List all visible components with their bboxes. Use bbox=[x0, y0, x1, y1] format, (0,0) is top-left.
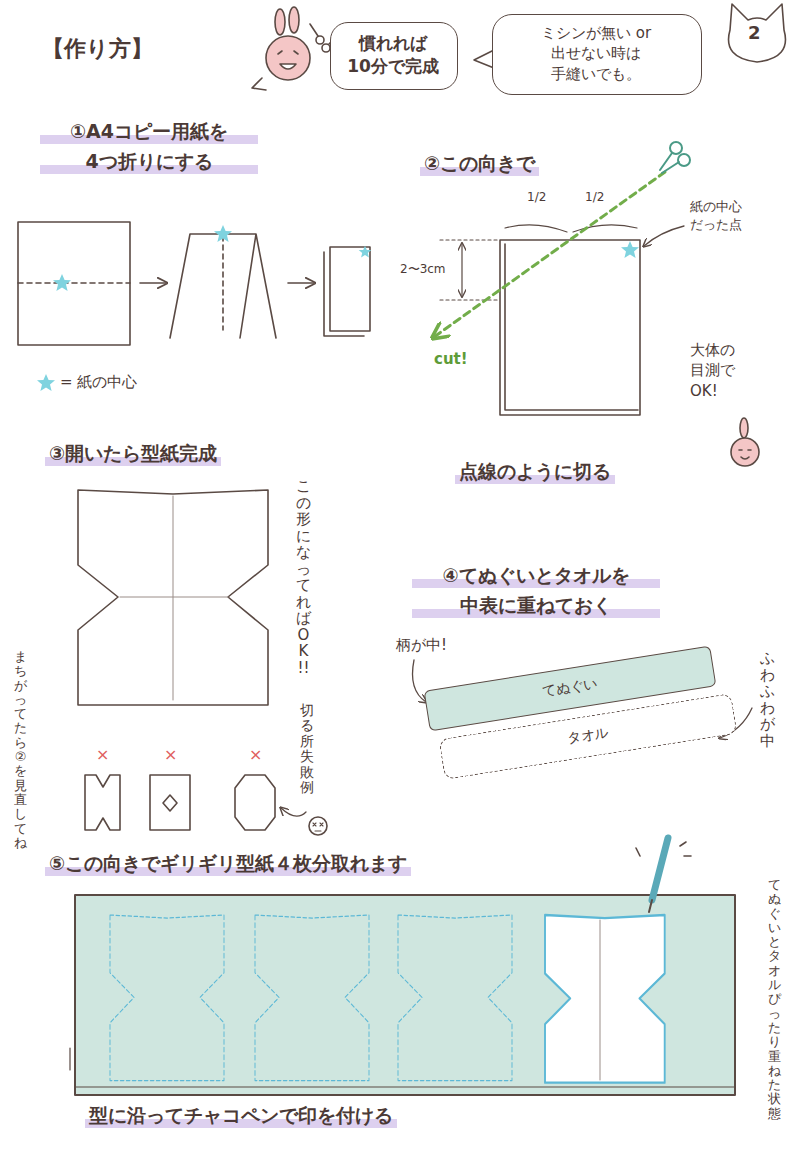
legend-note: = 紙の中心 bbox=[60, 373, 137, 392]
vertical-note: まちがってたら ②を見直してね bbox=[14, 650, 27, 850]
cut-label: cut! bbox=[434, 350, 468, 368]
node-text: タオル bbox=[565, 723, 611, 749]
step-heading: ⑤この向きでギリギリ型紙４枚分取れます bbox=[45, 848, 411, 878]
center-star bbox=[37, 225, 639, 391]
dimension-label: 1/2 bbox=[585, 190, 604, 204]
small-bunny bbox=[731, 418, 759, 466]
step-caption: 点線のように切る bbox=[455, 456, 615, 486]
title: 【作り方】 bbox=[42, 34, 153, 64]
callout-note: 柄が中! bbox=[396, 636, 447, 655]
cut-line bbox=[434, 172, 665, 337]
step-heading: ①A4コピー用紙を 4つ折りにする bbox=[40, 116, 258, 176]
node-text: てぬぐい bbox=[540, 674, 600, 702]
vertical-note: ふわふわが中 bbox=[760, 650, 775, 749]
fabric-layout bbox=[70, 895, 735, 1095]
step-heading: ④てぬぐいとタオルを 中表に重ねておく bbox=[412, 560, 660, 620]
bubble-pointer bbox=[474, 50, 494, 68]
step-heading: ③開いたら型紙完成 bbox=[45, 438, 221, 468]
dimension-label: 2〜3cm bbox=[400, 261, 446, 278]
vertical-note: 切る所失敗例 bbox=[300, 703, 314, 795]
dimension-label: 1/2 bbox=[527, 190, 546, 204]
vertical-note: てぬぐいとタオル ぴったり重ねた状態 bbox=[768, 878, 781, 1121]
step-caption: 型に沿ってチャコペンで印を付ける bbox=[85, 1100, 397, 1130]
node-text: 慣れれば 10分で完成 bbox=[343, 32, 443, 78]
speech-bubble: 慣れれば 10分で完成 bbox=[330, 22, 458, 90]
folded-paper bbox=[440, 225, 684, 415]
cat-head bbox=[729, 4, 786, 62]
chalk-pen bbox=[636, 838, 691, 912]
wrong-mark: × bbox=[164, 745, 177, 764]
page-number: 2 bbox=[748, 22, 761, 43]
bunny-icon bbox=[252, 7, 339, 90]
node-text: ミシンが無い or 出せない時は 手縫いでも。 bbox=[505, 23, 687, 84]
vertical-note: この形に なってれば OK!! bbox=[296, 478, 311, 676]
step-heading: ②この向きで bbox=[420, 148, 539, 178]
pattern-paper bbox=[78, 490, 268, 705]
wrong-mark: × bbox=[96, 745, 109, 764]
scissors-icon bbox=[660, 142, 690, 173]
hand-note: 大体の 目測で OK! bbox=[690, 340, 756, 401]
failure-examples bbox=[85, 775, 327, 835]
paper-fold-figures bbox=[18, 222, 370, 345]
wrong-mark: × bbox=[249, 745, 262, 764]
speech-bubble: ミシンが無い or 出せない時は 手縫いでも。 bbox=[492, 14, 702, 95]
callout-note: 紙の中心 だった点 bbox=[690, 198, 762, 233]
